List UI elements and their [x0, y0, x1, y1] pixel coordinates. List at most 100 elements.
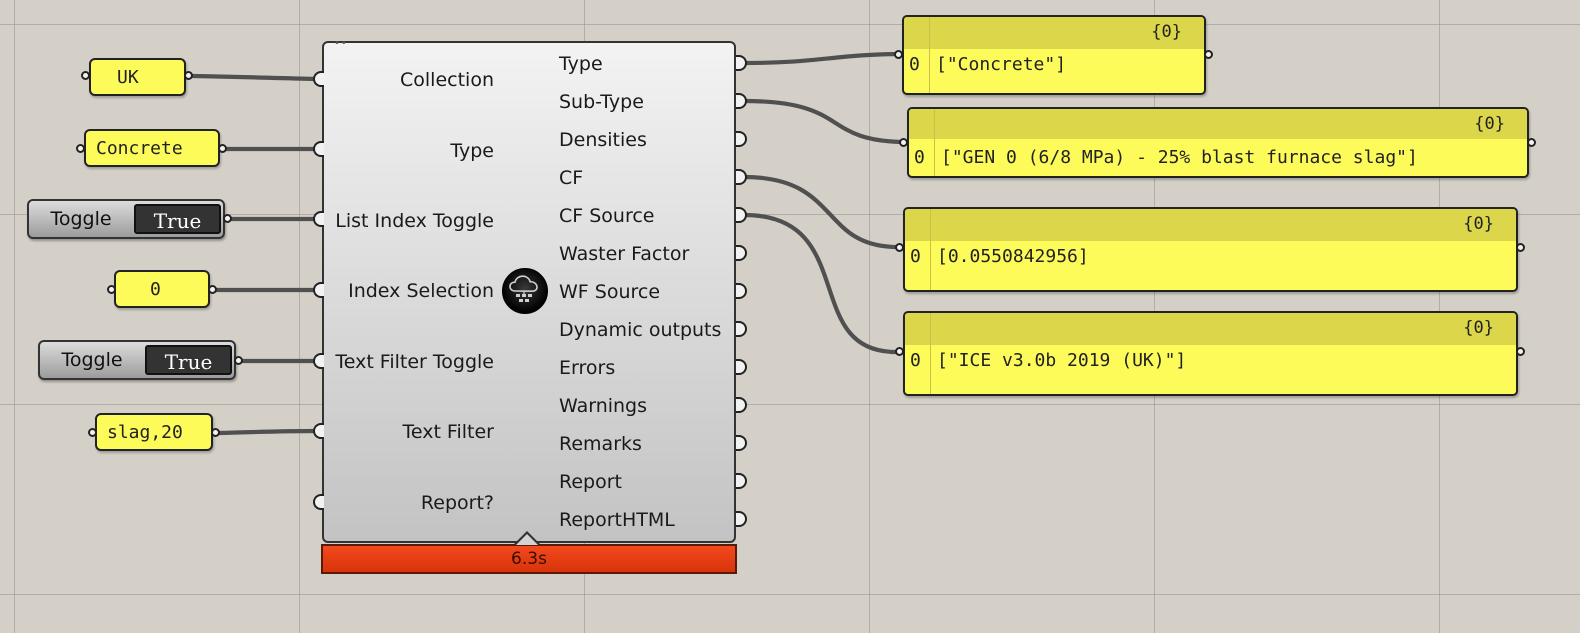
- output-param-cf: CF: [559, 167, 584, 189]
- index-column: [909, 109, 935, 176]
- output-port-remarks[interactable]: [736, 435, 747, 451]
- output-param-report-html: ReportHTML: [559, 509, 675, 531]
- output-port-waster-factor[interactable]: [736, 245, 747, 261]
- wire-out-cf: [741, 174, 899, 250]
- input-port-type[interactable]: [313, 141, 324, 157]
- panel-header: [905, 209, 1516, 241]
- output-param-waster-factor: Waster Factor: [559, 243, 690, 265]
- status-notch: [516, 534, 538, 545]
- panel-subtype-left-grip[interactable]: [899, 138, 908, 147]
- item-value: ["ICE v3.0b 2019 (UK)"]: [937, 350, 1187, 371]
- list-index-toggle-grip[interactable]: [223, 214, 232, 223]
- text-filter-right-grip[interactable]: [211, 428, 220, 437]
- input-param-index-selection: Index Selection: [348, 280, 494, 302]
- text-filter-left-grip[interactable]: [88, 428, 97, 437]
- output-port-warnings[interactable]: [736, 397, 747, 413]
- panel-cfsource-right-grip[interactable]: [1516, 347, 1525, 356]
- data-path: {0}: [1463, 214, 1494, 234]
- output-param-remarks: Remarks: [559, 433, 642, 455]
- type-panel-left-grip[interactable]: [76, 144, 85, 153]
- output-panel-sub-type[interactable]: {0} 0 ["GEN 0 (6/8 MPa) - 25% blast furn…: [907, 107, 1529, 178]
- text-filter-input-panel[interactable]: slag,20: [95, 413, 213, 451]
- output-param-wf-source: WF Source: [559, 281, 661, 303]
- list-index-boolean-toggle[interactable]: Toggle True: [27, 199, 225, 239]
- index-panel-right-grip[interactable]: [208, 285, 217, 294]
- input-param-text-filter-toggle: Text Filter Toggle: [335, 351, 494, 373]
- output-param-errors: Errors: [559, 357, 616, 379]
- index-column: [905, 209, 931, 290]
- panel-cf-left-grip[interactable]: [895, 243, 904, 252]
- output-port-type[interactable]: [736, 55, 747, 71]
- input-port-list-index-toggle[interactable]: [313, 211, 324, 227]
- panel-type-left-grip[interactable]: [894, 50, 903, 59]
- input-port-report[interactable]: [313, 494, 324, 510]
- input-port-text-filter[interactable]: [313, 423, 324, 439]
- text-filter-value: slag,20: [107, 421, 183, 443]
- type-panel-right-grip[interactable]: [218, 144, 227, 153]
- panel-header: [904, 17, 1204, 49]
- output-param-cf-source: CF Source: [559, 205, 655, 227]
- output-param-densities: Densities: [559, 129, 647, 151]
- text-filter-toggle-grip[interactable]: [234, 356, 243, 365]
- input-param-report: Report?: [420, 492, 494, 514]
- output-port-densities[interactable]: [736, 131, 747, 147]
- item-index: 0: [910, 246, 921, 267]
- output-port-errors[interactable]: [736, 359, 747, 375]
- runtime-label: 6.3s: [511, 549, 547, 569]
- output-port-report[interactable]: [736, 473, 747, 489]
- wire-out-type: [741, 51, 901, 66]
- item-index: 0: [909, 54, 920, 75]
- panel-cf-right-grip[interactable]: [1516, 243, 1525, 252]
- output-port-sub-type[interactable]: [736, 93, 747, 109]
- runtime-status-bar: 6.3s: [321, 544, 737, 574]
- output-panel-cf-source[interactable]: {0} 0 ["ICE v3.0b 2019 (UK)"]: [903, 311, 1518, 396]
- data-path: {0}: [1474, 114, 1505, 134]
- output-param-sub-type: Sub-Type: [559, 91, 644, 113]
- output-param-dynamic-outputs: Dynamic outputs: [559, 319, 722, 341]
- wire-out-subtype: [741, 98, 905, 145]
- input-port-index-selection[interactable]: [313, 282, 324, 298]
- item-value: ["GEN 0 (6/8 MPa) - 25% blast furnace sl…: [941, 147, 1418, 168]
- input-param-list-index-toggle: List Index Toggle: [335, 210, 494, 232]
- output-port-wf-source[interactable]: [736, 283, 747, 299]
- input-port-collection[interactable]: [313, 71, 324, 87]
- panel-header: [909, 109, 1527, 139]
- panel-subtype-right-grip[interactable]: [1527, 138, 1536, 147]
- wire-out-cf-source: [741, 212, 899, 355]
- output-port-cf-source[interactable]: [736, 207, 747, 223]
- input-param-type: Type: [450, 140, 494, 162]
- type-input-value: Concrete: [96, 137, 183, 159]
- component-drag-grip[interactable]: ••: [334, 38, 348, 49]
- collection-panel-right-grip[interactable]: [184, 71, 193, 80]
- collection-input-panel[interactable]: UK: [89, 58, 186, 96]
- item-index: 0: [910, 350, 921, 371]
- output-param-warnings: Warnings: [559, 395, 648, 417]
- wire-text-filter: [216, 428, 319, 436]
- text-filter-boolean-toggle[interactable]: Toggle True: [38, 340, 236, 380]
- cloud-database-glyph: [509, 275, 538, 302]
- output-panel-type[interactable]: {0} 0 ["Concrete"]: [902, 15, 1206, 95]
- type-input-panel[interactable]: Concrete: [84, 129, 220, 167]
- collection-input-value: UK: [117, 66, 139, 88]
- collection-panel-left-grip[interactable]: [81, 71, 90, 80]
- output-port-dynamic-outputs[interactable]: [736, 321, 747, 337]
- wire-collection: [189, 73, 319, 82]
- output-port-report-html[interactable]: [736, 511, 747, 527]
- output-port-cf[interactable]: [736, 169, 747, 185]
- panel-cfsource-left-grip[interactable]: [895, 347, 904, 356]
- output-panel-cf[interactable]: {0} 0 [0.0550842956]: [903, 207, 1518, 292]
- index-selection-value: 0: [150, 278, 161, 300]
- input-port-text-filter-toggle[interactable]: [313, 353, 324, 369]
- toggle-value-button[interactable]: True: [134, 204, 221, 234]
- index-column: [904, 17, 930, 93]
- index-panel-left-grip[interactable]: [107, 285, 116, 294]
- index-selection-input-panel[interactable]: 0: [114, 270, 210, 308]
- toggle-label: Toggle: [61, 349, 123, 371]
- output-param-report: Report: [559, 471, 622, 493]
- toggle-value-button[interactable]: True: [145, 345, 232, 375]
- panel-type-right-grip[interactable]: [1204, 50, 1213, 59]
- cloud-database-icon: [502, 268, 548, 314]
- item-value: [0.0550842956]: [937, 246, 1089, 267]
- item-value: ["Concrete"]: [936, 54, 1067, 75]
